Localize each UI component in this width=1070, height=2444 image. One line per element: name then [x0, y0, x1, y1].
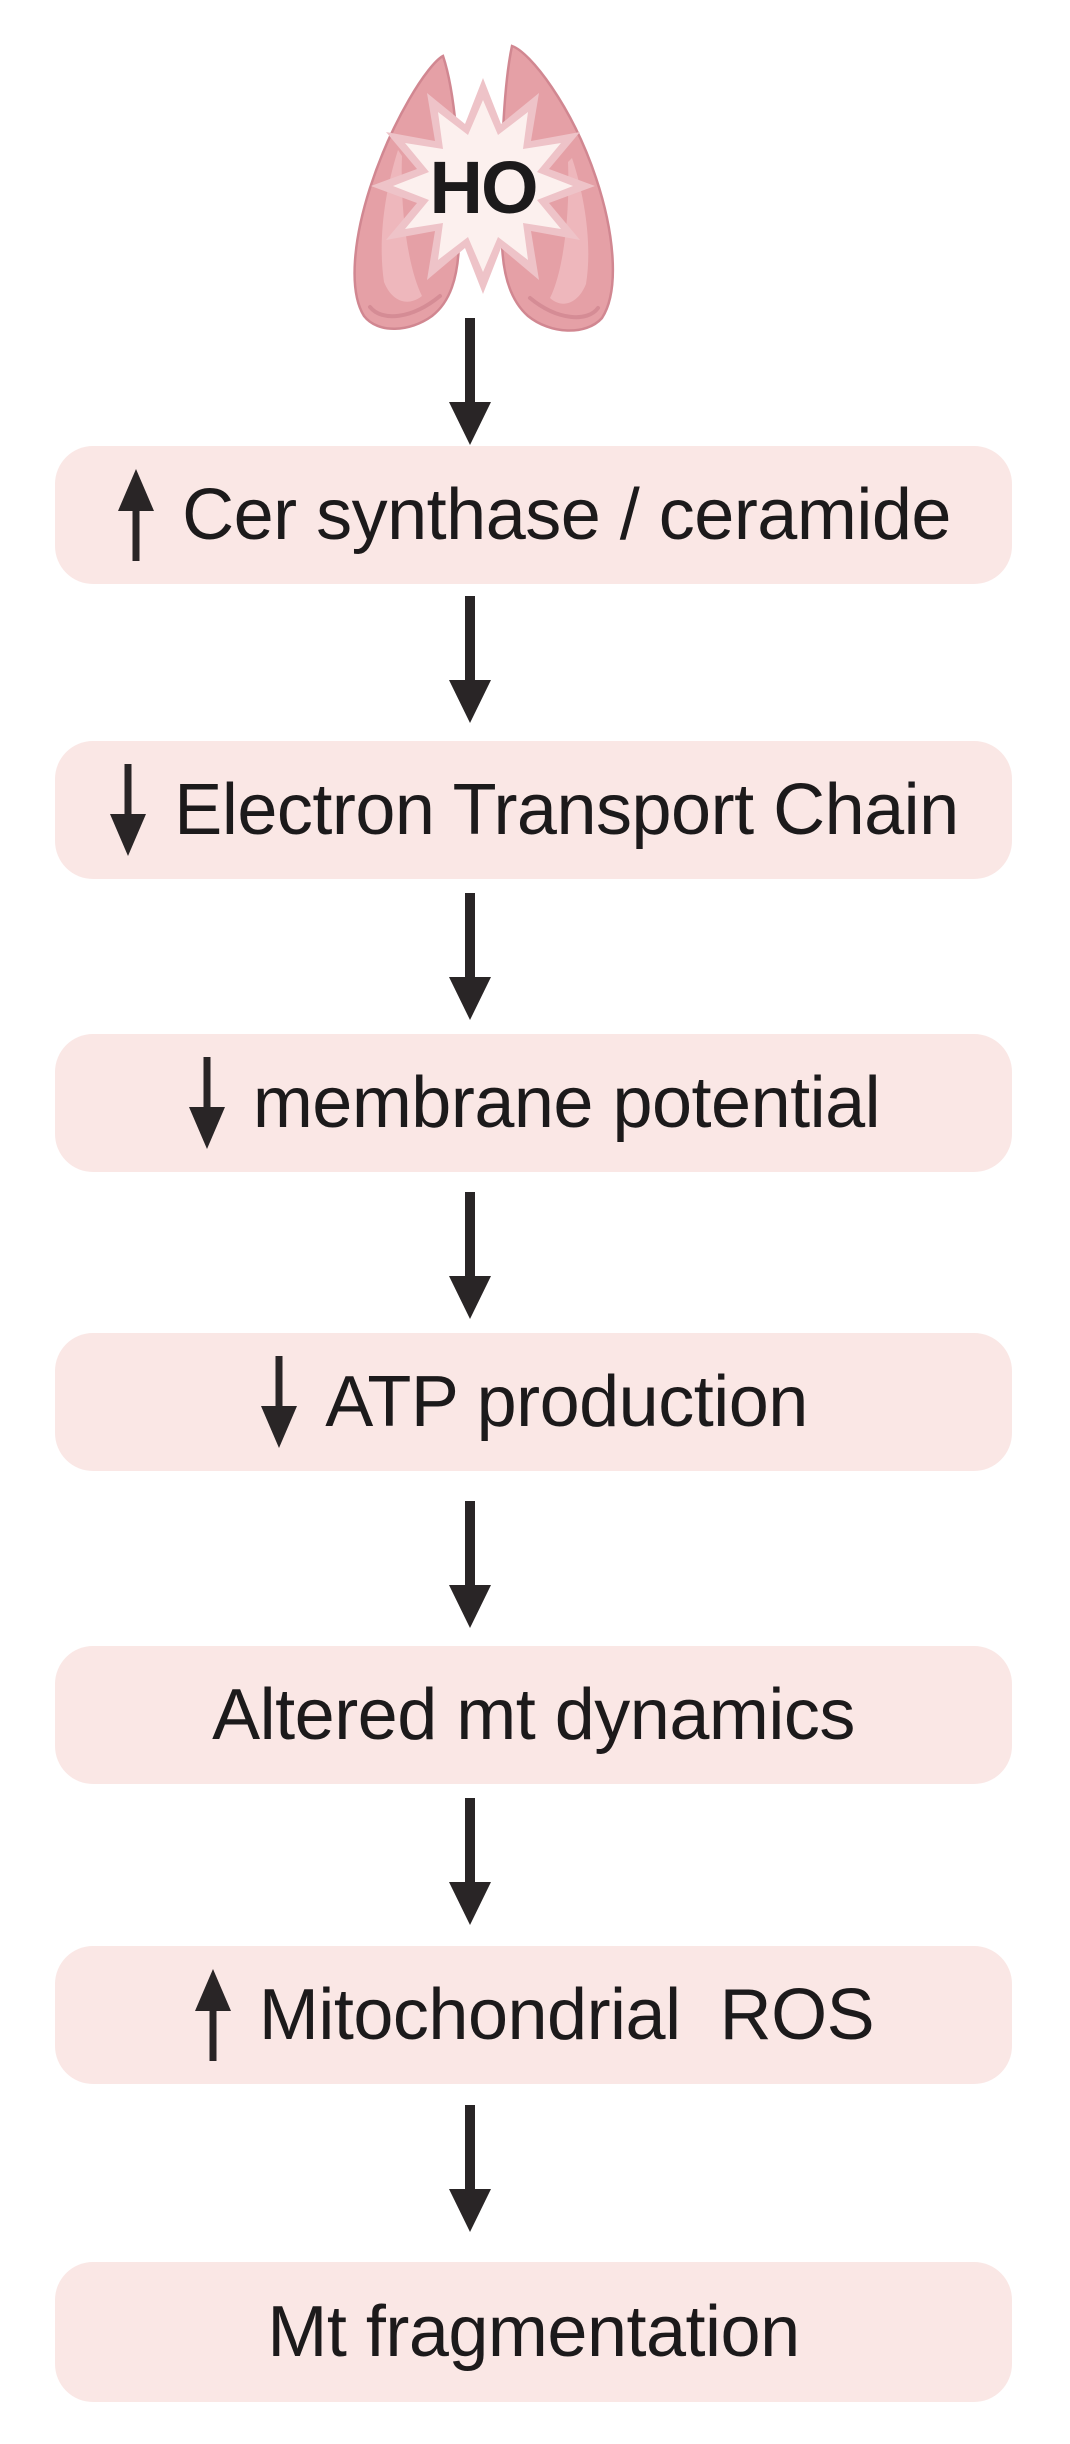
down-connector-arrow	[449, 893, 491, 1020]
down-arrow-icon	[110, 764, 147, 856]
flow-node-label: Mitochondrial ROS	[258, 1975, 875, 2055]
flow-node-label: ATP production	[325, 1362, 808, 1442]
lungs-illustration: HO	[353, 44, 615, 332]
flow-node-label: Electron Transport Chain	[174, 770, 959, 850]
down-connector-arrow	[449, 596, 491, 723]
flow-node-altered-mt-dynamics: Altered mt dynamics	[55, 1646, 1012, 1784]
lung-base-shading	[368, 294, 442, 319]
lung-base-shading	[528, 296, 600, 320]
flow-node-label: Altered mt dynamics	[212, 1675, 855, 1755]
flow-node-atp-production: ATP production	[55, 1333, 1012, 1471]
flow-node-mitochondrial-ros: Mitochondrial ROS	[55, 1946, 1012, 2084]
starburst-inner	[393, 100, 573, 272]
down-connector-arrow	[449, 1501, 491, 1628]
flow-node-membrane-potential: membrane potential	[55, 1034, 1012, 1172]
flow-node-label: Mt fragmentation	[267, 2292, 800, 2372]
source-label: HO	[430, 146, 537, 229]
down-connector-arrow	[449, 2105, 491, 2232]
flow-node-electron-transport-chain: Electron Transport Chain	[55, 741, 1012, 879]
down-arrow-icon	[261, 1356, 298, 1448]
up-arrow-icon	[194, 1969, 231, 2061]
down-connector-arrow	[449, 1798, 491, 1925]
flow-node-label: Cer synthase / ceramide	[182, 475, 951, 555]
flow-node-mt-fragmentation: Mt fragmentation	[55, 2262, 1012, 2402]
down-connector-arrow	[449, 318, 491, 445]
flow-node-label: membrane potential	[252, 1063, 881, 1143]
up-arrow-icon	[118, 469, 155, 561]
flow-node-cer-synthase: Cer synthase / ceramide	[55, 446, 1012, 584]
down-arrow-icon	[188, 1057, 225, 1149]
down-connector-arrow	[449, 1192, 491, 1319]
